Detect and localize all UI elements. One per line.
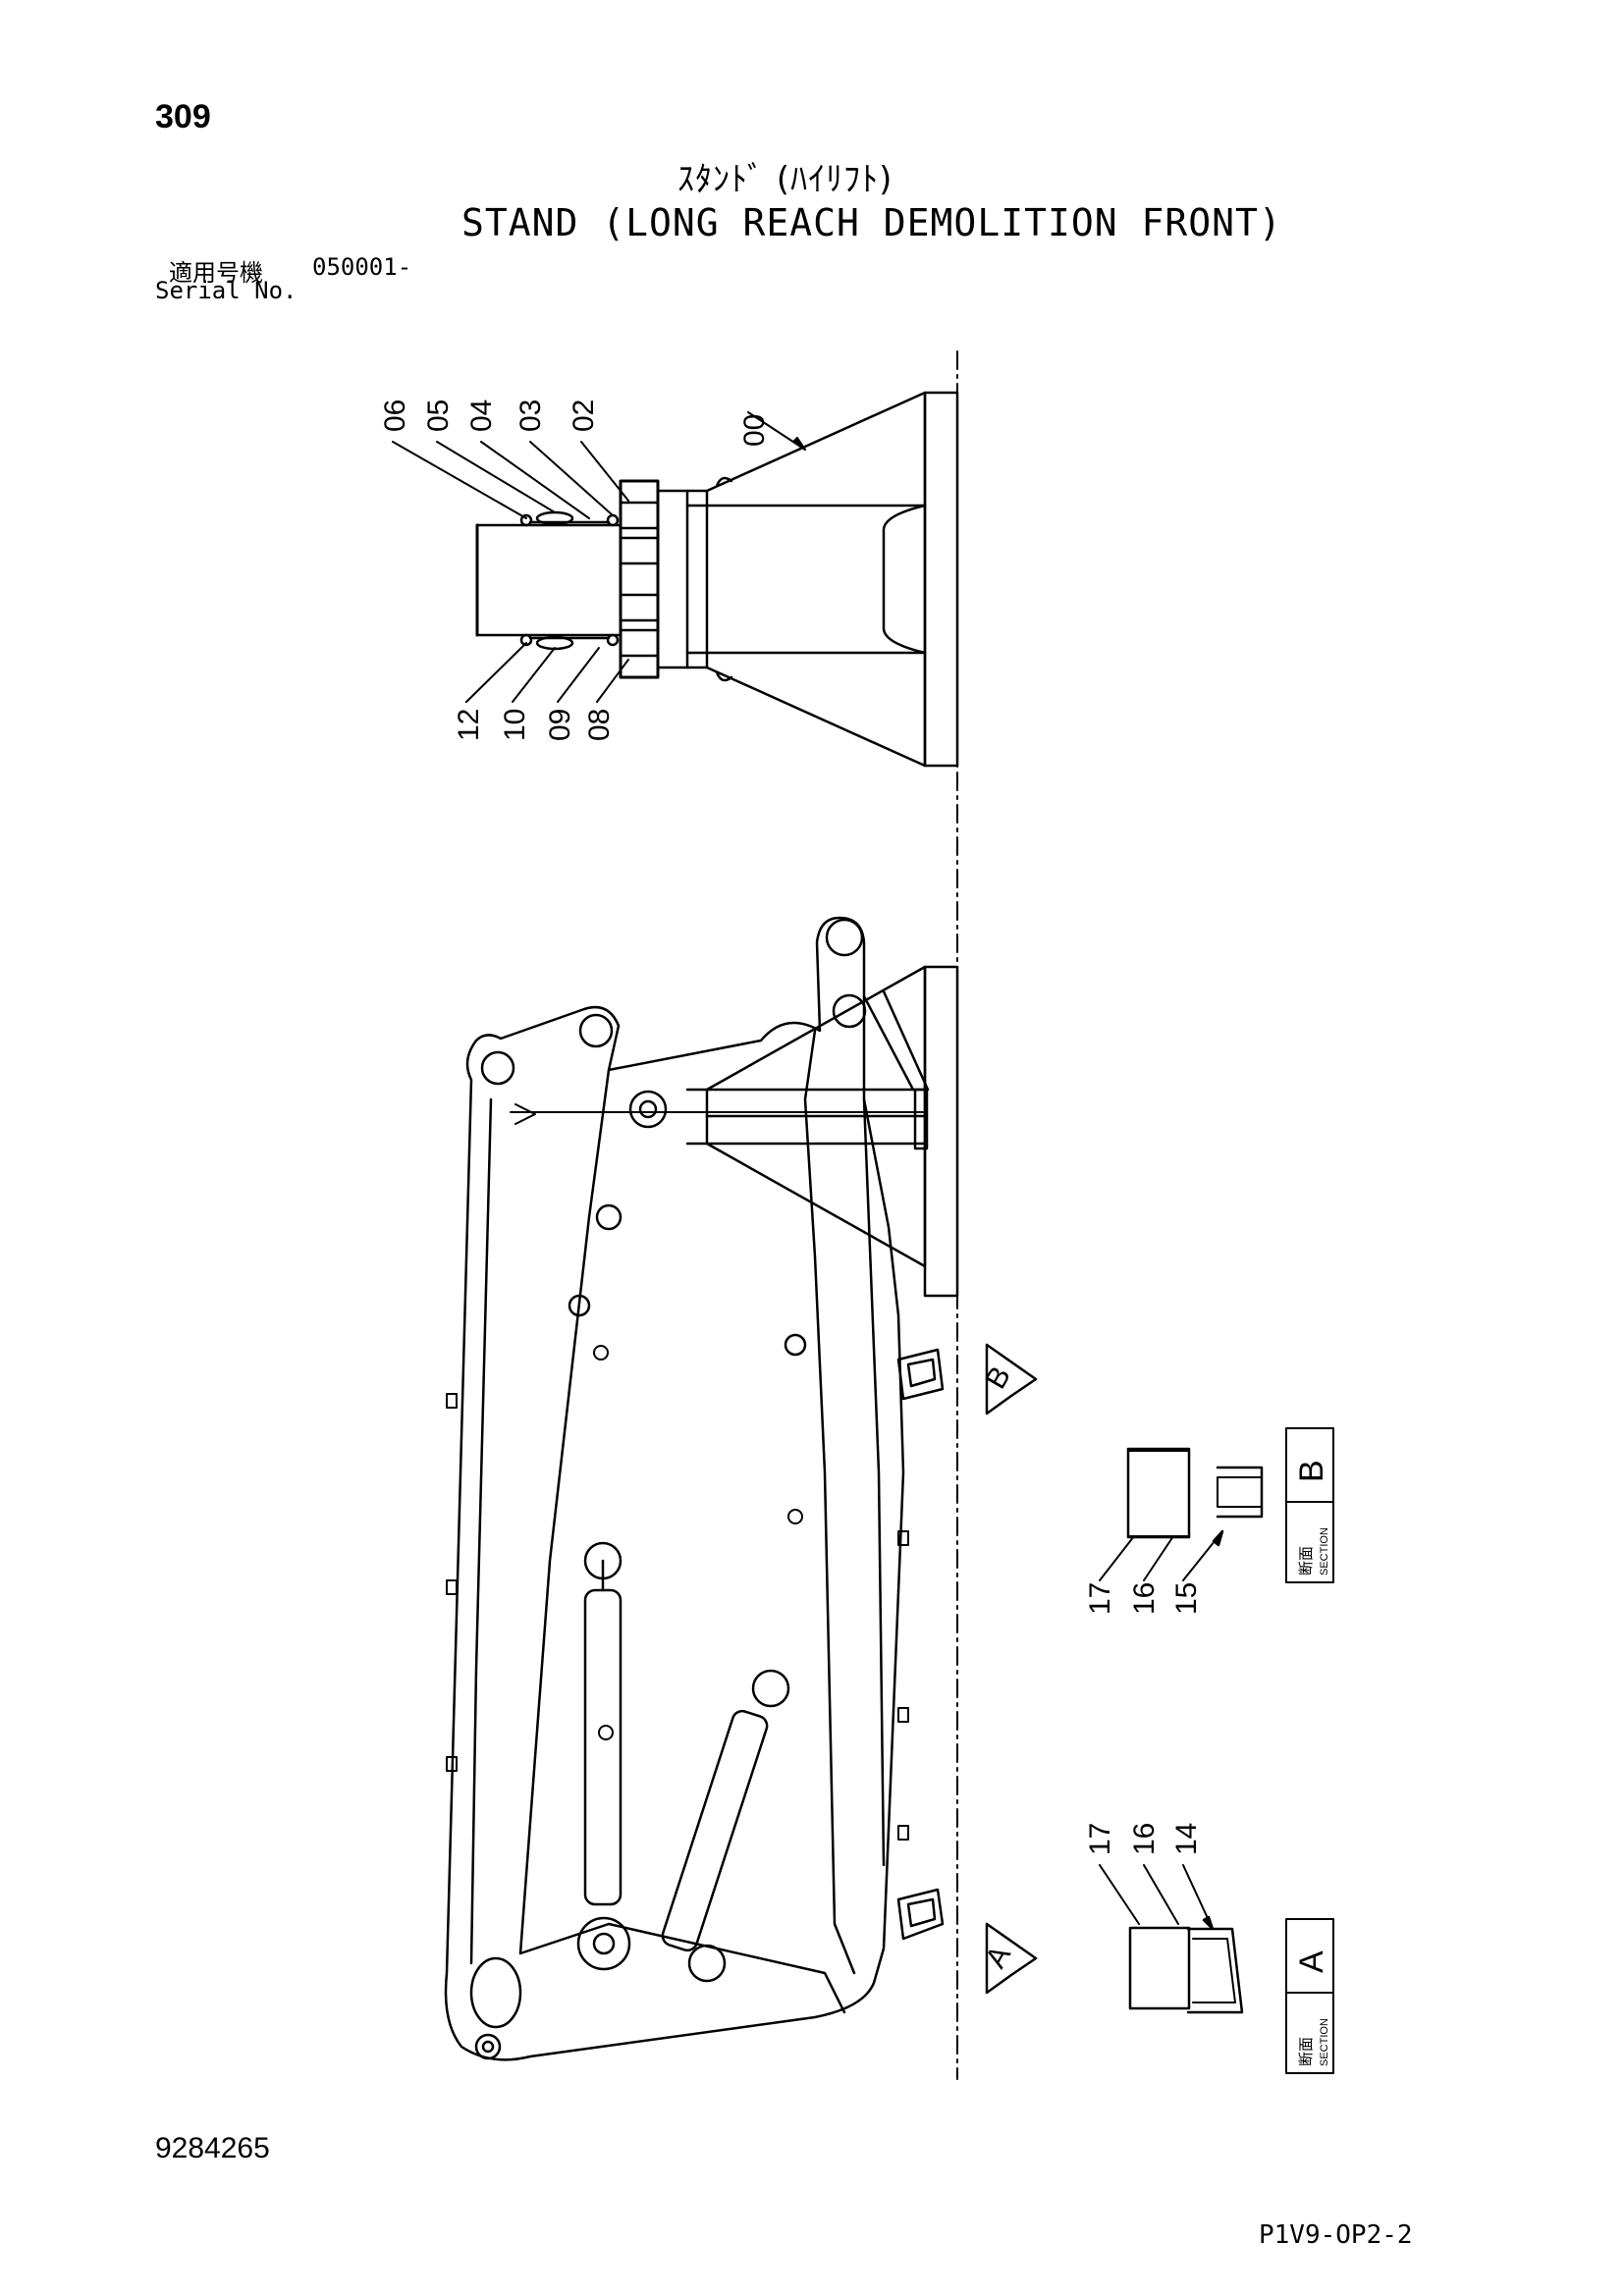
section-b-label-en: SECTION	[1319, 1527, 1330, 1575]
section-b-callout-17: 17	[1084, 1582, 1116, 1615]
callout-05: 05	[422, 400, 455, 432]
callout-12: 12	[453, 709, 485, 741]
bottom-leaders	[465, 642, 629, 703]
callout-06: 06	[379, 400, 411, 432]
serial-label-japanese: 適用号機	[169, 259, 263, 287]
callout-03: 03	[514, 400, 547, 432]
callout-04: 04	[465, 400, 498, 432]
section-b-label-jp: 断面	[1297, 1546, 1315, 1575]
section-b-callout-16: 16	[1128, 1582, 1161, 1615]
serial-label-english: Serial No.	[155, 277, 298, 304]
page-code: P1V9-OP2-2	[1259, 2220, 1413, 2250]
callout-00: 00	[738, 414, 771, 447]
section-a-callout-17: 17	[1084, 1823, 1116, 1855]
section-marker-a: A	[979, 1922, 1038, 1995]
section-b-detail: 17 16 15 B 断面 SECTION	[1084, 1427, 1334, 1615]
front-attachment-side-view	[444, 916, 959, 2061]
section-marker-b: B	[979, 1343, 1038, 1415]
stand-top-view	[475, 391, 959, 768]
top-leaders	[392, 411, 806, 519]
bottom-callout-group: 12 10 09 08	[453, 709, 616, 741]
callout-10: 10	[499, 709, 531, 741]
title-english: STAND (LONG REACH DEMOLITION FRONT)	[461, 201, 1282, 244]
serial-range: 050001-	[312, 253, 412, 281]
callout-08: 08	[583, 709, 616, 741]
section-a-label-jp: 断面	[1297, 2037, 1315, 2066]
section-b-letter: B	[1293, 1460, 1330, 1482]
marker-a-letter: A	[979, 1941, 1017, 1974]
section-a-letter: A	[1293, 1950, 1330, 1973]
title-japanese: ｽﾀﾝﾄﾞ (ﾊｲﾘﾌﾄ)	[677, 160, 893, 199]
section-a-callout-16: 16	[1128, 1823, 1161, 1855]
callout-02: 02	[568, 400, 600, 432]
section-a-detail: 17 16 14 A 断面 SECTION	[1084, 1823, 1334, 2074]
document-number: 9284265	[155, 2132, 270, 2164]
top-callout-group: 06 05 04 03 02 00	[379, 400, 771, 447]
section-a-callout-14: 14	[1170, 1823, 1203, 1855]
section-b-callout-15: 15	[1170, 1582, 1203, 1615]
marker-b-letter: B	[979, 1362, 1017, 1395]
callout-09: 09	[544, 709, 576, 741]
page-number: 309	[155, 98, 211, 135]
section-a-label-en: SECTION	[1319, 2018, 1330, 2066]
